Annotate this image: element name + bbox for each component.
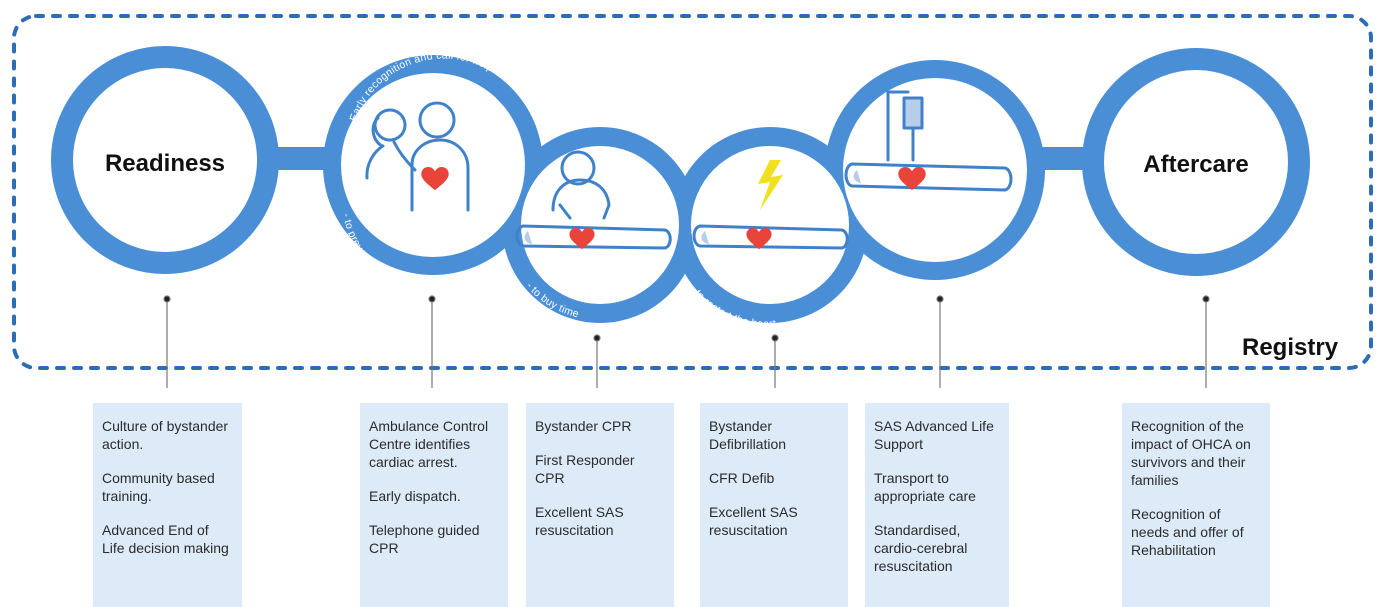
card-item: Telephone guided CPR [369,522,480,556]
card-readiness: Culture of bystander action. Community b… [93,403,242,607]
card-item: CFR Defib [709,470,775,486]
card-item: First Responder CPR [535,452,635,486]
card-item: Community based training. [102,470,215,504]
card-item: Recognition of the impact of OHCA on sur… [1131,418,1251,488]
lightning-bolt-icon [758,160,783,210]
caller-icon [365,101,470,212]
cpr-icon [515,150,672,250]
card-item: Recognition of needs and offer of Rehabi… [1131,506,1244,558]
defib-icon [692,160,849,250]
card-item: Excellent SAS resuscitation [535,504,624,538]
card-item: Culture of bystander action. [102,418,229,452]
card-item: Advanced End of Life decision making [102,522,229,556]
card-item: Excellent SAS resuscitation [709,504,798,538]
readiness-title: Readiness [105,150,225,177]
card-item: Transport to appropriate care [874,470,976,504]
defib-arc-top: Early Defibrillation [707,89,801,121]
aftercare-ring [1082,48,1310,276]
card-item: Bystander Defibrillation [709,418,787,452]
registry-label: Registry [1242,334,1339,361]
card-cpr: Bystander CPR First Responder CPR Excell… [526,403,674,607]
card-defib: Bystander Defibrillation CFR Defib Excel… [700,403,848,607]
card-aftercare: Recognition of the impact of OHCA on sur… [1122,403,1270,607]
card-postcare: SAS Advanced Life Support Transport to a… [865,403,1009,607]
connector-left [268,147,338,170]
aftercare-title: Aftercare [1143,151,1248,178]
card-item: Standardised, cardio-cerebral resuscitat… [874,522,968,574]
leader-lines [163,295,1210,388]
iv-drip-icon [844,90,1013,192]
card-recognition: Ambulance Control Centre identifies card… [360,403,508,607]
card-item: Ambulance Control Centre identifies card… [369,418,489,470]
registry-border [12,14,1373,370]
readiness-ring [51,46,279,274]
card-item: Bystander CPR [535,418,632,434]
chain-rings [323,55,1045,323]
cpr-arc-top: Early CPR [543,92,597,118]
card-item: SAS Advanced Life Support [874,418,994,452]
card-item: Early dispatch. [369,488,461,504]
